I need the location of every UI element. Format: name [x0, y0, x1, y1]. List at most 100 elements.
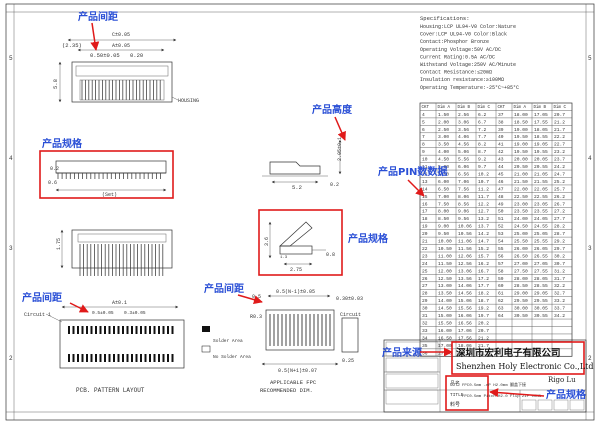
table-cell: 19.2: [478, 306, 489, 312]
table-cell: 29.50: [514, 298, 528, 304]
housing-label: HOUSING: [178, 98, 199, 104]
solder-pad: [108, 326, 111, 334]
table-cell: 16.00: [438, 328, 452, 334]
table-cell: 28.7: [554, 231, 565, 237]
table-cell: 6: [422, 127, 425, 133]
table-cell: 24.50: [514, 224, 528, 230]
dim-0-6: 0.6: [48, 180, 57, 186]
solder-pad: [131, 354, 133, 362]
table-cell: 45: [498, 171, 504, 177]
solder-pad: [149, 354, 151, 362]
table-cell: 15.7: [478, 253, 489, 259]
table-cell: 15: [422, 194, 428, 200]
annotation-pitch-bottom-left: 产品间距: [22, 291, 62, 304]
table-header: CKT: [422, 106, 430, 110]
svg-text:3: 3: [9, 245, 13, 252]
solder-pad: [77, 326, 79, 334]
table-cell: 4.56: [458, 142, 469, 148]
table-cell: 29.00: [514, 291, 528, 297]
solder-pad: [86, 354, 88, 362]
table-cell: 21.2: [554, 119, 565, 125]
spec-line: Insulation resistance:≥100MΩ: [420, 77, 504, 83]
table-cell: 27.05: [534, 261, 548, 267]
solder-pad: [122, 326, 124, 334]
table-cell: 15.06: [458, 298, 472, 304]
pitch-pcb-2: 0.3±0.05: [124, 310, 146, 316]
table-cell: 11: [422, 164, 428, 170]
table-cell: 13: [422, 179, 428, 185]
table-cell: 14: [422, 186, 428, 192]
annotation-pitch-top: 产品间距: [78, 10, 118, 23]
table-cell: 7.00: [438, 194, 449, 200]
table-cell: 14.2: [478, 231, 489, 237]
solder-pad: [90, 326, 93, 334]
table-cell: 25.7: [554, 186, 565, 192]
table-cell: 24.05: [534, 216, 548, 222]
solder-pad: [117, 354, 120, 362]
solder-pad: [113, 326, 115, 334]
table-cell: 2.56: [458, 112, 469, 118]
table-cell: 37: [498, 112, 504, 118]
table-cell: 53: [498, 231, 504, 237]
table-cell: 7: [422, 134, 425, 140]
table-cell: 13.7: [478, 224, 489, 230]
table-cell: 12.2: [478, 201, 489, 207]
table-cell: 4.50: [438, 157, 449, 163]
table-cell: 15.56: [458, 306, 472, 312]
label-title: TITLE: [450, 392, 464, 398]
table-cell: 19.7: [478, 313, 489, 319]
table-cell: 3.00: [438, 134, 449, 140]
table-cell: 12: [422, 171, 428, 177]
table-cell: 60: [498, 283, 504, 289]
table-cell: 19: [422, 224, 428, 230]
solder-pad: [140, 354, 142, 362]
solder-pad: [72, 354, 75, 362]
table-cell: 10.50: [438, 246, 452, 252]
dim-0-8: 0.8: [326, 252, 335, 258]
table-cell: 2.00: [438, 119, 449, 125]
table-cell: 25.05: [534, 231, 548, 237]
table-cell: 48: [498, 194, 504, 200]
table-cell: 4.00: [438, 149, 449, 155]
no-solder-area-label: No Solder Area: [213, 354, 251, 360]
spec-line: Withstand Voltage:250V AC/Minute: [420, 62, 516, 68]
dim-1-75: 1.75: [56, 238, 62, 250]
table-cell: 33.7: [554, 306, 565, 312]
solder-pad: [162, 354, 165, 362]
circuit-fpc-label: Circuit: [340, 312, 361, 318]
table-cell: 8.50: [438, 216, 449, 222]
table-cell: 44: [498, 164, 504, 170]
solder-area-label: Solder Area: [213, 338, 243, 344]
svg-text:2: 2: [588, 355, 592, 362]
table-cell: 20.7: [478, 328, 489, 334]
table-cell: 12.7: [478, 209, 489, 215]
solder-pad: [126, 326, 129, 334]
table-cell: 27: [422, 283, 428, 289]
table-cell: 27.50: [514, 268, 528, 274]
table-cell: 14.56: [458, 291, 472, 297]
table-cell: 41: [498, 142, 504, 148]
dim-5-2: 5.2: [292, 184, 302, 191]
table-cell: 11.50: [438, 261, 452, 267]
table-cell: 34.2: [554, 313, 565, 319]
table-cell: 6.06: [458, 164, 469, 170]
table-cell: 17.06: [458, 328, 472, 334]
annotation-pitch-fpc: 产品间距: [204, 282, 244, 295]
solder-pad: [158, 354, 160, 362]
dim-5-8: 5.8: [52, 79, 59, 89]
table-cell: 11.06: [458, 239, 472, 245]
table-cell: 29: [422, 298, 428, 304]
table-cell: 3.06: [458, 119, 469, 125]
table-cell: 21.00: [514, 171, 528, 177]
fpc-bottom-dim: 0.5(N+1)±0.07: [278, 368, 317, 374]
table-cell: 18.7: [478, 298, 489, 304]
table-cell: 30.7: [554, 261, 565, 267]
table-cell: 18.05: [534, 127, 548, 133]
solder-pad: [99, 354, 102, 362]
table-cell: 50: [498, 209, 504, 215]
solder-pad: [108, 354, 111, 362]
table-cell: 4: [422, 112, 425, 118]
table-cell: 57: [498, 261, 504, 267]
table-cell: 21.7: [554, 127, 565, 133]
table-header: Dim B: [534, 105, 547, 110]
